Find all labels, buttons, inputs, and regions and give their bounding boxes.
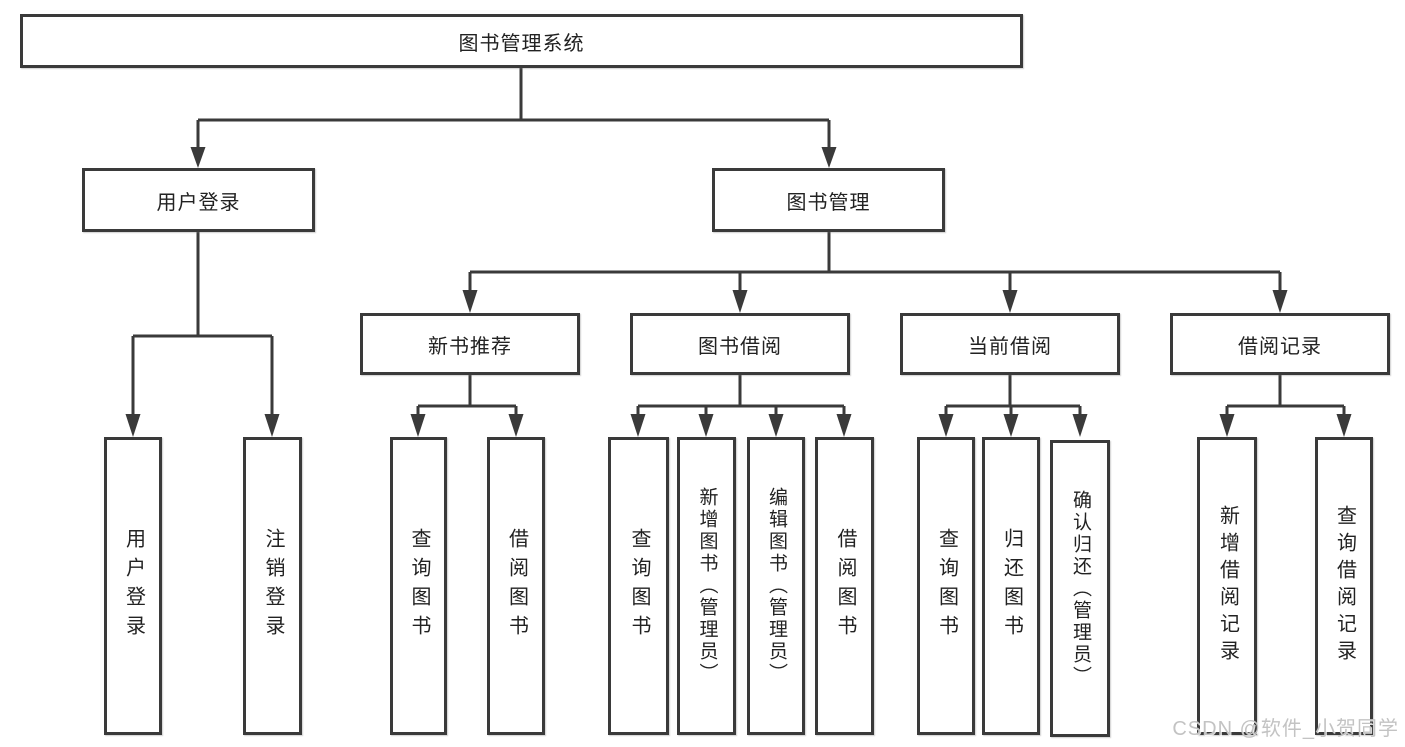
node-label: 当前借阅 — [968, 335, 1052, 358]
node-current-borrowing: 当前借阅 — [900, 313, 1120, 375]
leaf-logout: 注销登录 — [243, 437, 302, 735]
node-library-system: 图书管理系统 — [20, 14, 1023, 68]
watermark: CSDN @软件_小贺同学 — [1172, 718, 1399, 740]
connector-root-to-level2 — [196, 68, 831, 150]
leaf-query-books-borrowing: 查询图书 — [608, 437, 669, 735]
leaf-borrow-books-recommend: 借阅图书 — [487, 437, 545, 735]
connector-book-borrowing-branch — [636, 375, 846, 417]
node-label: 用户登录 — [156, 191, 241, 214]
node-label: 查询图书 — [628, 528, 650, 644]
arrow-down-icon — [264, 414, 280, 437]
arrow-down-icon — [462, 290, 478, 313]
arrow-down-icon — [698, 414, 714, 437]
connector-borrow-records-branch — [1225, 375, 1346, 417]
node-label: 图书借阅 — [698, 335, 782, 358]
leaf-user-login: 用户登录 — [104, 437, 162, 735]
node-label: 图书管理系统 — [458, 32, 585, 55]
arrow-down-icon — [190, 147, 206, 168]
node-label: 注销登录 — [262, 528, 284, 644]
node-label: 归还图书 — [1000, 528, 1023, 644]
leaf-query-borrow-record: 查询借阅记录 — [1315, 437, 1373, 735]
arrow-down-icon — [768, 414, 784, 437]
connector-book-management-branch — [468, 232, 1282, 293]
arrow-down-icon — [1272, 290, 1288, 313]
node-label: 查询图书 — [935, 528, 958, 644]
node-label: 图书管理 — [786, 191, 871, 214]
leaf-borrow-books-borrowing: 借阅图书 — [815, 437, 874, 735]
arrow-down-icon — [1219, 414, 1235, 437]
node-borrow-records: 借阅记录 — [1170, 313, 1390, 375]
arrow-down-icon — [1336, 414, 1352, 437]
arrow-down-icon — [1003, 414, 1019, 437]
arrow-down-icon — [630, 414, 646, 437]
node-label: 借阅图书 — [834, 528, 856, 644]
arrow-down-icon — [1002, 290, 1018, 313]
node-label: 借阅记录 — [1238, 335, 1322, 358]
node-label: 新增图书（管理员） — [696, 487, 718, 685]
node-label: 编辑图书（管理员） — [765, 487, 787, 685]
leaf-return-books: 归还图书 — [982, 437, 1040, 735]
arrow-down-icon — [732, 290, 748, 313]
node-label: 新书推荐 — [428, 335, 512, 358]
arrow-down-icon — [508, 414, 524, 437]
leaf-query-books-current: 查询图书 — [917, 437, 975, 735]
arrow-down-icon — [1072, 414, 1088, 437]
node-label: 确认归还（管理员） — [1069, 489, 1091, 688]
node-label: 用户登录 — [122, 528, 145, 644]
node-label: 新增借阅记录 — [1216, 505, 1239, 667]
arrow-down-icon — [938, 414, 954, 437]
node-label: 查询图书 — [408, 528, 430, 644]
connector-new-book-branch — [416, 375, 518, 417]
leaf-edit-book-admin: 编辑图书（管理员） — [747, 437, 805, 735]
leaf-add-borrow-record: 新增借阅记录 — [1197, 437, 1257, 735]
arrow-down-icon — [836, 414, 852, 437]
arrow-down-icon — [410, 414, 426, 437]
node-book-borrowing: 图书借阅 — [630, 313, 850, 375]
arrow-down-icon — [821, 147, 837, 168]
node-user-login: 用户登录 — [82, 168, 315, 232]
node-label: 查询借阅记录 — [1333, 505, 1356, 667]
node-new-book-recommend: 新书推荐 — [360, 313, 580, 375]
connector-current-borrowing-branch — [944, 375, 1082, 417]
leaf-query-books-recommend: 查询图书 — [390, 437, 447, 735]
node-label: 借阅图书 — [505, 528, 528, 644]
leaf-add-book-admin: 新增图书（管理员） — [677, 437, 736, 735]
leaf-confirm-return-admin: 确认归还（管理员） — [1050, 440, 1110, 737]
connector-user-login-branch — [131, 232, 274, 417]
node-book-management: 图书管理 — [712, 168, 945, 232]
arrow-down-icon — [125, 414, 141, 437]
